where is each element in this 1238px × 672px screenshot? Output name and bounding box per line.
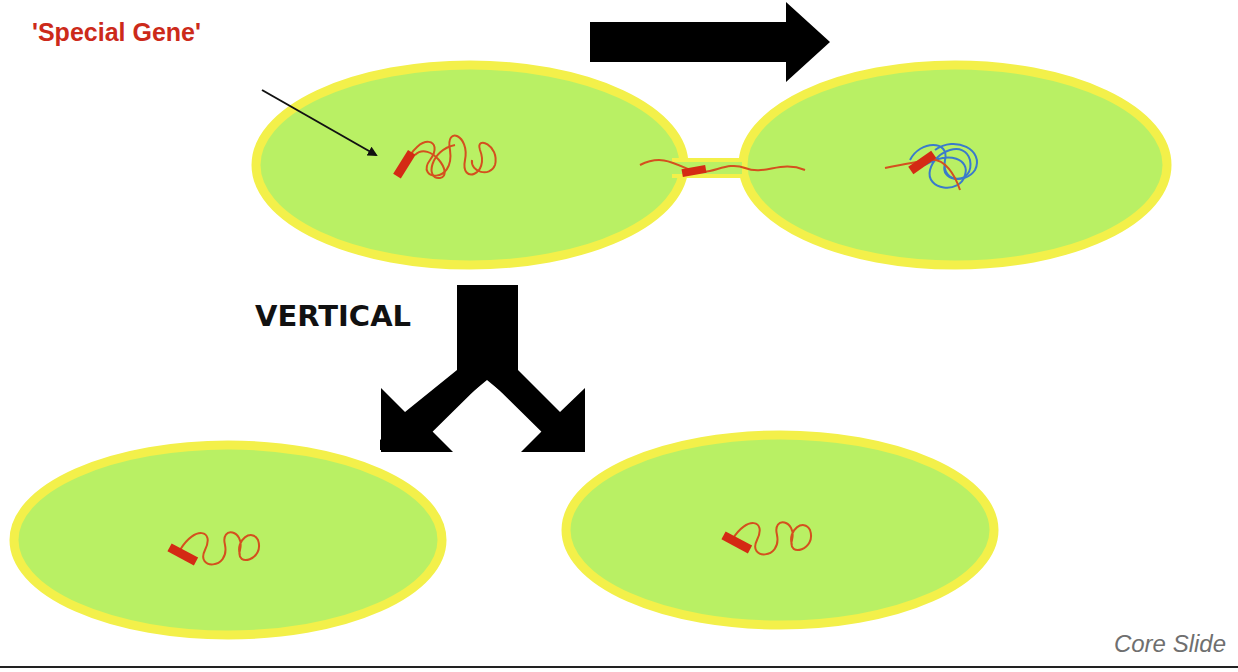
bottom-rule xyxy=(0,666,1238,668)
daughter-cell xyxy=(566,435,994,625)
callout-label: 'Special Gene' xyxy=(32,18,201,47)
donor-cell xyxy=(256,65,684,265)
special-gene xyxy=(393,150,415,179)
split-arrow-body xyxy=(381,285,585,452)
daughter-cell xyxy=(14,445,442,635)
chromosome xyxy=(180,522,811,564)
arrow-label: VERTICAL xyxy=(255,300,411,333)
watermark: Core Slide xyxy=(1114,630,1226,658)
leader-line xyxy=(262,90,376,155)
special-gene xyxy=(721,531,752,553)
chromosome xyxy=(405,136,496,179)
recipient-cell xyxy=(743,65,1167,265)
special-gene xyxy=(681,165,706,177)
special-gene xyxy=(167,543,198,565)
pilus-bridge xyxy=(672,158,742,178)
horizontal-arrow xyxy=(590,2,830,82)
transferred-dna xyxy=(640,160,805,172)
special-gene xyxy=(908,151,936,174)
recipient-chromosome xyxy=(885,144,977,190)
